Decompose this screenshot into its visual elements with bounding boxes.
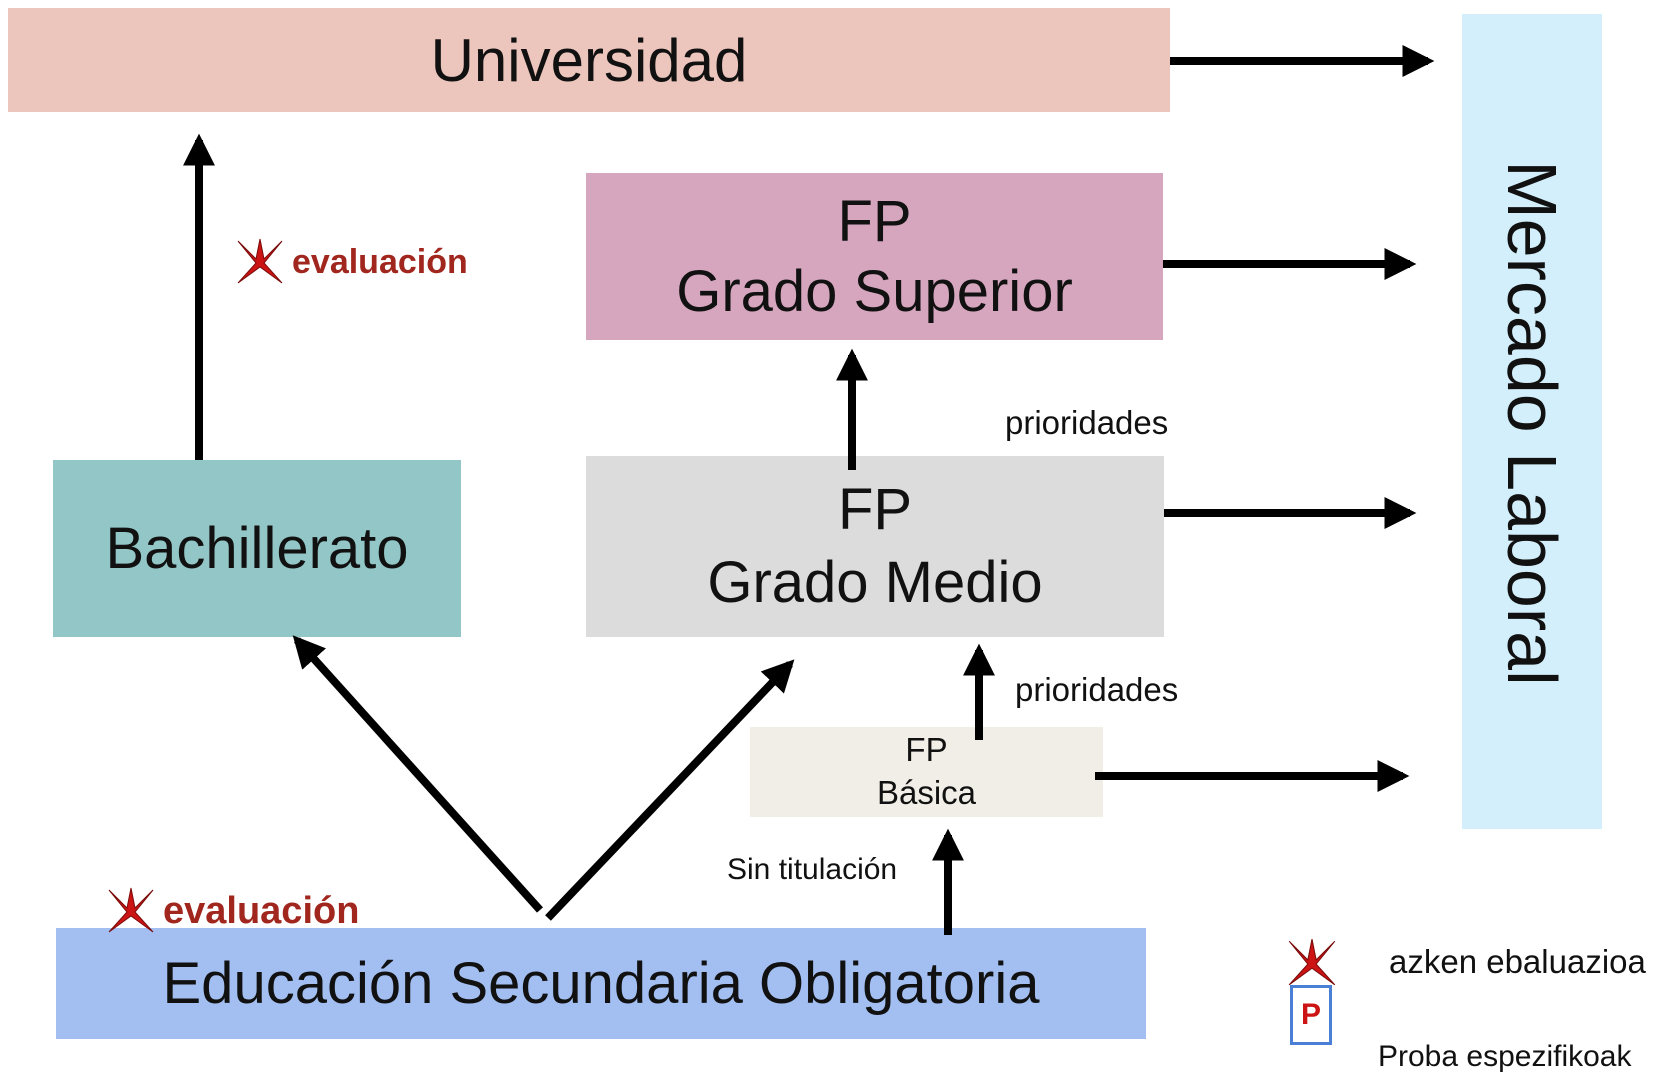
fp-grado-medio-box: FP Grado Medio <box>586 456 1164 637</box>
fp-basica-line2: Básica <box>876 774 977 811</box>
x-mark-icon <box>108 887 154 933</box>
eso-label: Educación Secundaria Obligatoria <box>162 951 1040 1016</box>
fp-basica-line1: FP <box>905 731 948 769</box>
fp-grado-superior-box: FP Grado Superior <box>586 173 1163 340</box>
prioridades-label-top: prioridades <box>1005 404 1169 441</box>
bachillerato-label: Bachillerato <box>105 516 409 581</box>
sin-titulacion-label: Sin titulación <box>727 853 898 886</box>
legend-final-eval-label: azken ebaluazioa <box>1389 943 1646 980</box>
arrow-eso-to-medio <box>545 659 795 921</box>
fp-grado-superior-line2: Grado Superior <box>676 258 1073 324</box>
arrow-eso-to-bachillerato <box>292 635 543 913</box>
fp-grado-superior-line1: FP <box>837 188 912 254</box>
evaluation-label-bottom: evaluación <box>163 890 360 932</box>
mercado-laboral-box <box>1462 14 1602 829</box>
legend: azken ebaluazioa P Proba espezifikoak <box>1285 935 1679 1073</box>
universidad-box: Universidad <box>8 8 1170 112</box>
x-mark-icon <box>237 238 283 284</box>
p-mark-letter: P <box>1300 998 1321 1031</box>
x-mark-icon <box>1288 939 1336 986</box>
fp-grado-medio-line1: FP <box>837 477 913 542</box>
evaluation-label-top: evaluación <box>292 243 468 281</box>
p-mark-icon: P <box>1290 985 1332 1045</box>
bachillerato-box: Bachillerato <box>53 460 461 637</box>
prioridades-label-bottom: prioridades <box>1015 671 1179 708</box>
legend-specific-tests-label: Proba espezifikoak <box>1378 1040 1632 1073</box>
fp-basica-box: FP Básica <box>750 727 1103 817</box>
fp-grado-medio-line2: Grado Medio <box>707 549 1043 615</box>
eso-box: Educación Secundaria Obligatoria <box>56 928 1146 1039</box>
universidad-label: Universidad <box>430 26 748 94</box>
